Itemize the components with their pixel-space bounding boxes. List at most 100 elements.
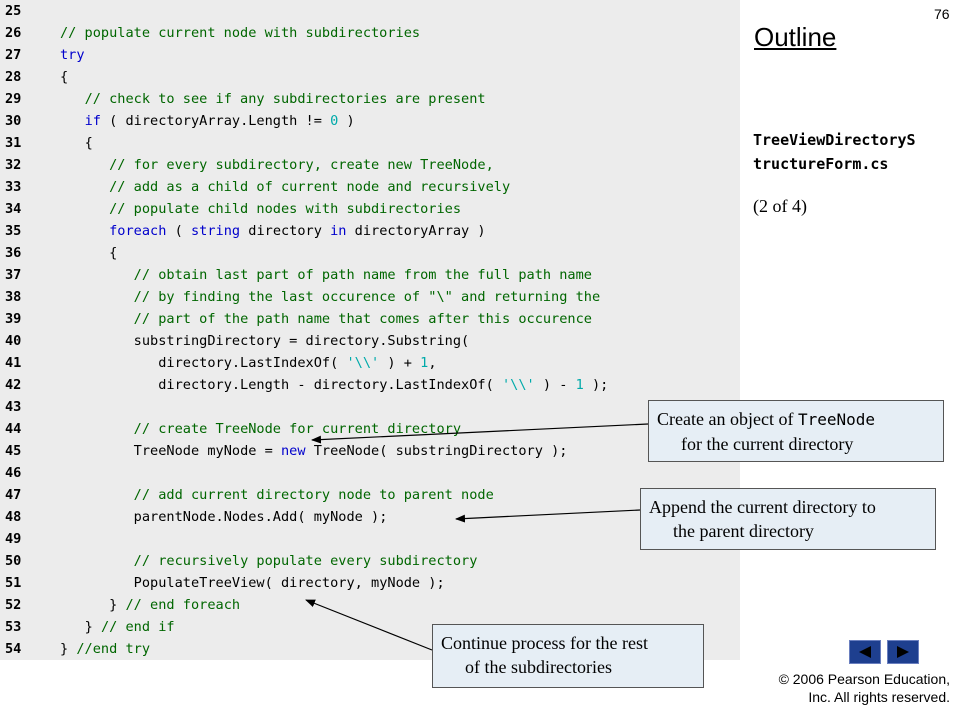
line-number: 35 <box>5 223 22 239</box>
code-token: } <box>109 597 126 613</box>
code-indent <box>60 113 85 129</box>
copyright-line-1: © 2006 Pearson Education, <box>778 671 950 687</box>
code-indent <box>60 597 109 613</box>
line-number: 34 <box>5 201 22 217</box>
callout-continue-line1: Continue process for the rest <box>441 633 648 653</box>
code-indent <box>60 179 109 195</box>
code-text: // check to see if any subdirectories ar… <box>60 88 486 110</box>
line-number: 44 <box>5 421 22 437</box>
code-token: ); <box>583 377 609 393</box>
code-text: { <box>60 242 117 264</box>
code-token: TreeNode( substringDirectory ); <box>305 443 568 459</box>
code-indent <box>60 619 85 635</box>
code-indent <box>60 311 134 327</box>
code-text: // by finding the last occurence of "\" … <box>60 286 601 308</box>
code-token: directory.LastIndexOf( <box>158 355 347 371</box>
code-text: // add as a child of current node and re… <box>60 176 510 198</box>
callout-create-code: TreeNode <box>797 410 875 429</box>
code-indent <box>60 487 134 503</box>
code-token: // recursively populate every subdirecto… <box>133 553 478 569</box>
code-token: ) - <box>534 377 576 393</box>
code-token: // obtain last part of path name from th… <box>133 267 592 283</box>
line-number: 42 <box>5 377 22 393</box>
line-number: 32 <box>5 157 22 173</box>
code-token: if <box>84 113 101 129</box>
line-number: 52 <box>5 597 22 613</box>
code-indent <box>60 223 109 239</box>
code-indent <box>60 267 134 283</box>
previous-slide-button[interactable] <box>849 640 881 664</box>
code-text: // recursively populate every subdirecto… <box>60 550 478 572</box>
code-indent <box>60 575 134 591</box>
code-token: parentNode.Nodes.Add( myNode ); <box>133 509 388 525</box>
line-number: 47 <box>5 487 22 503</box>
code-token: ( <box>166 223 191 239</box>
next-slide-button[interactable] <box>887 640 919 664</box>
line-number: 38 <box>5 289 22 305</box>
code-token: string <box>190 223 241 239</box>
line-number: 27 <box>5 47 22 63</box>
line-number: 29 <box>5 91 22 107</box>
code-token: PopulateTreeView( directory, myNode ); <box>133 575 445 591</box>
code-indent <box>60 509 134 525</box>
code-text: foreach ( string directory in directoryA… <box>60 220 486 242</box>
callout-create-line2: for the current directory <box>681 434 854 454</box>
code-text: } // end if <box>60 616 175 638</box>
code-token: // for every subdirectory, create new Tr… <box>109 157 494 173</box>
code-text: try <box>60 44 85 66</box>
code-token: { <box>84 135 93 151</box>
code-token: directory <box>240 223 331 239</box>
code-text: // obtain last part of path name from th… <box>60 264 592 286</box>
code-text: { <box>60 132 93 154</box>
line-number: 41 <box>5 355 22 371</box>
code-indent <box>60 289 134 305</box>
copyright-line-2: Inc. All rights reserved. <box>808 689 950 705</box>
line-number: 51 <box>5 575 22 591</box>
code-token: '\\' <box>346 355 380 371</box>
code-text: if ( directoryArray.Length != 0 ) <box>60 110 355 132</box>
code-indent <box>60 135 85 151</box>
code-text: // create TreeNode for current directory <box>60 418 461 440</box>
copyright: © 2006 Pearson Education, Inc. All right… <box>700 670 950 706</box>
line-number: 49 <box>5 531 22 547</box>
code-token: } <box>84 619 101 635</box>
code-text: parentNode.Nodes.Add( myNode ); <box>60 506 388 528</box>
code-indent <box>60 333 134 349</box>
code-text: directory.LastIndexOf( '\\' ) + 1, <box>60 352 436 374</box>
line-number: 46 <box>5 465 22 481</box>
code-token: 0 <box>330 113 339 129</box>
code-listing: 25 26 // populate current node with subdir… <box>0 0 740 660</box>
callout-append-line2: the parent directory <box>673 521 814 541</box>
callout-continue-process: Continue process for the rest of the sub… <box>432 624 704 688</box>
code-text: } // end foreach <box>60 594 240 616</box>
code-token: directoryArray ) <box>346 223 486 239</box>
callout-continue-line2: of the subdirectories <box>465 657 612 677</box>
code-token: TreeNode myNode = <box>133 443 281 459</box>
nav-buttons <box>849 640 921 664</box>
callout-append-directory: Append the current directory to the pare… <box>640 488 936 550</box>
line-number: 25 <box>5 3 22 19</box>
code-text: } //end try <box>60 638 150 660</box>
code-token: try <box>60 47 85 63</box>
line-number: 28 <box>5 69 22 85</box>
code-token: directory.Length - directory.LastIndexOf… <box>158 377 502 393</box>
line-number: 48 <box>5 509 22 525</box>
file-name-line-1: TreeViewDirectoryS <box>753 131 916 149</box>
line-number: 26 <box>5 25 22 41</box>
triangle-right-icon <box>897 646 909 658</box>
line-number: 30 <box>5 113 22 129</box>
code-token: { <box>109 245 118 261</box>
line-number: 43 <box>5 399 22 415</box>
code-text: // populate current node with subdirecto… <box>60 22 420 44</box>
code-token: 1 <box>420 355 429 371</box>
code-text: substringDirectory = directory.Substring… <box>60 330 470 352</box>
code-text: // part of the path name that comes afte… <box>60 308 592 330</box>
code-token: ) <box>338 113 355 129</box>
line-number: 37 <box>5 267 22 283</box>
code-indent <box>60 421 134 437</box>
code-indent <box>60 553 134 569</box>
code-indent <box>60 91 85 107</box>
file-name: TreeViewDirectoryS tructureForm.cs <box>753 128 916 176</box>
code-token: // end if <box>100 619 175 635</box>
callout-create-treenode: Create an object of TreeNode for the cur… <box>648 400 944 462</box>
